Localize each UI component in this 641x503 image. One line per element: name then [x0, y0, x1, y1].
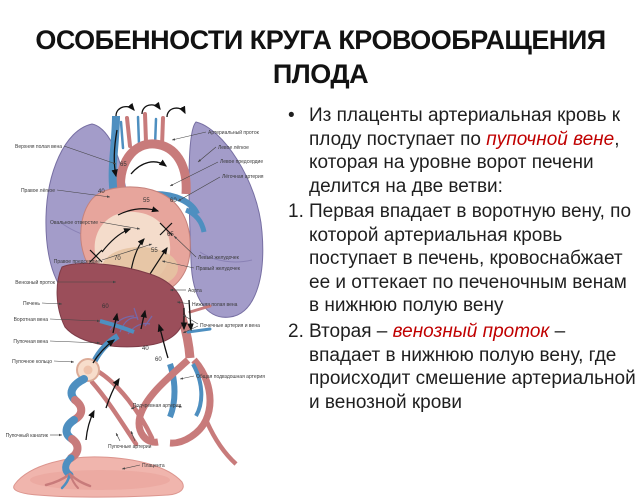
text-column: • Из плаценты артериальная кровь к плоду… — [283, 104, 638, 416]
label-umbilical-arteries: Пупочные артерии — [108, 444, 152, 450]
label-umbilical-cord: Пупочный канатик — [6, 432, 49, 439]
label-ductus-arteriosus: Артериальный проток — [208, 129, 260, 136]
value-60-liver: 60 — [102, 304, 109, 310]
value-55-heart: 55 — [143, 198, 150, 204]
label-right-atrium: Правое предсердие — [54, 259, 100, 265]
label-inferior-vena-cava: Нижняя полая вена — [192, 302, 238, 308]
label-right-ventricle: Правый желудочек — [196, 265, 241, 272]
slide-title: ОСОБЕННОСТИ КРУГА КРОВООБРАЩЕНИЯ ПЛОДА — [0, 18, 641, 91]
label-pulmonary-artery: Лёгочная артерия — [222, 174, 264, 180]
slide: { "title": "ОСОБЕННОСТИ КРУГА КРОВООБРАЩ… — [0, 18, 641, 498]
anatomy-illustration: 65 40 55 60 65 55 70 60 40 60 — [0, 102, 281, 498]
label-ductus-venosus: Венозный проток — [15, 279, 56, 286]
number-marker-2: 2. — [283, 320, 309, 414]
label-common-iliac-artery: Общая подвздошная артерия — [196, 374, 265, 380]
text-segment: Первая впадает в воротную вену, по котор… — [309, 201, 631, 316]
number-marker-1: 1. — [283, 200, 309, 318]
value-65-lv: 65 — [167, 232, 174, 238]
head-flow-loops — [116, 105, 185, 117]
value-60-la: 60 — [170, 198, 177, 204]
label-portal-vein: Воротная вена — [14, 317, 49, 323]
label-umbilical-ring: Пупочное кольцо — [12, 359, 52, 365]
label-liver: Печень — [23, 301, 40, 307]
bullet-text: Из плаценты артериальная кровь к плоду п… — [309, 104, 638, 198]
value-40-vein: 40 — [142, 346, 149, 352]
label-left-ventricle: Левый желудочек — [198, 254, 240, 261]
label-superior-vena-cava: Верхняя полая вена — [15, 144, 62, 150]
label-aorta: Аорта — [188, 288, 202, 294]
label-left-atrium: Левое предсердие — [220, 159, 263, 165]
value-65-arch: 65 — [120, 162, 127, 168]
highlighted-term-umbilical-vein: пупочной вене — [486, 129, 614, 150]
bullet-marker: • — [283, 104, 309, 198]
femoral-branch — [207, 422, 236, 464]
value-40-svc: 40 — [98, 189, 105, 195]
value-60-aorta: 60 — [155, 357, 162, 363]
highlighted-term-ductus-venosus: венозный проток — [393, 321, 550, 342]
umbilical-ring-center — [84, 366, 93, 375]
list-item-1: 1. Первая впадает в воротную вену, по ко… — [283, 200, 638, 318]
value-55-rv: 55 — [151, 248, 158, 254]
label-left-lung: Левое лёгкое — [218, 145, 249, 151]
label-umbilical-vein: Пупочная вена — [13, 339, 48, 345]
label-hypogastric-artery: Подчревная артерия — [133, 403, 182, 409]
text-segment: Вторая – — [309, 321, 393, 342]
label-right-lung: Правое лёгкое — [21, 188, 55, 194]
label-placenta: Плацента — [142, 463, 165, 469]
label-renal-vessels: Почечные артерия и вена — [200, 323, 260, 329]
value-70-ivc: 70 — [114, 256, 121, 262]
label-foramen-ovale: Овальное отверстие — [50, 220, 98, 226]
list-item-bullet: • Из плаценты артериальная кровь к плоду… — [283, 104, 638, 198]
fetal-circulation-diagram: 65 40 55 60 65 55 70 60 40 60 — [0, 102, 281, 498]
numbered-text-1: Первая впадает в воротную вену, по котор… — [309, 200, 638, 318]
numbered-text-2: Вторая – венозный проток – впадает в ниж… — [309, 320, 638, 414]
list-item-2: 2. Вторая – венозный проток – впадает в … — [283, 320, 638, 414]
placenta-shading — [30, 470, 170, 490]
